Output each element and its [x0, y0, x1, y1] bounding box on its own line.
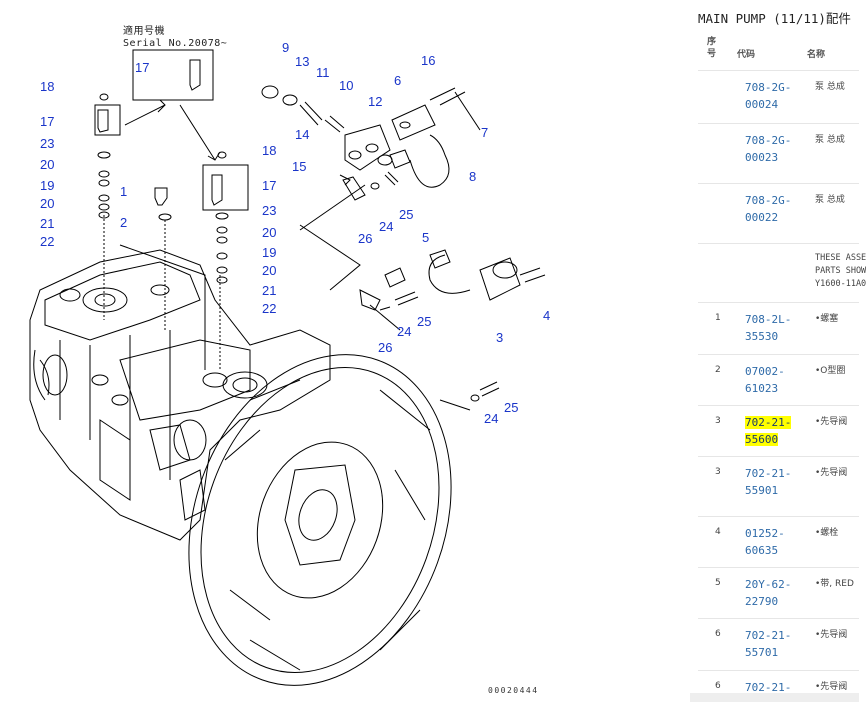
callout-25-b: 25: [417, 314, 432, 329]
callout-5: 5: [422, 230, 430, 245]
table-row: 6 702-21-55701 •先导阀: [698, 618, 859, 671]
table-row-highlighted: 3 702-21-55600 •先导阀: [698, 405, 859, 457]
row-seq: 6: [715, 681, 721, 691]
row-seq: 2: [715, 365, 721, 375]
row-code[interactable]: 708-2G-00023: [745, 134, 792, 164]
callout-14: 14: [295, 127, 310, 142]
callout-7: 7: [481, 125, 489, 140]
callout-21-right: 21: [262, 283, 277, 298]
row-name: •先导阀: [815, 682, 848, 692]
table-row: 5 20Y-62-22790 •带, RED: [698, 567, 859, 619]
callout-20-right-b: 20: [262, 263, 277, 278]
row-code[interactable]: 708-2G-00024: [745, 81, 792, 111]
table-row: 6 702-21- •先导阀: [698, 670, 859, 703]
row-code[interactable]: 01252-60635: [745, 527, 785, 557]
row-name: •O型圈: [815, 366, 846, 376]
callout-20-left-b: 20: [40, 196, 55, 211]
row-code[interactable]: 708-2L-35530: [745, 313, 792, 343]
callout-19-right: 19: [262, 245, 277, 260]
callout-1: 1: [120, 184, 128, 199]
callout-8: 8: [469, 169, 477, 184]
row-seq: 5: [715, 578, 721, 588]
callout-19-left: 19: [40, 178, 55, 193]
callout-25-a: 25: [399, 207, 414, 222]
header-seq-line1: 序: [707, 37, 717, 47]
callout-9: 9: [282, 40, 290, 55]
callout-20-right-a: 20: [262, 225, 277, 240]
row-code[interactable]: 702-21-: [745, 681, 792, 694]
callout-10: 10: [339, 78, 354, 93]
callout-17-box: 17: [135, 60, 150, 75]
row-seq: 4: [715, 527, 721, 537]
figure-number: 00020444: [488, 686, 539, 695]
callout-26-a: 26: [358, 231, 373, 246]
parts-list-panel: MAIN PUMP (11/11)配件 序 号 代码 名称 708-2G-000…: [690, 0, 866, 703]
parts-diagram: 適用号機 Serial No.20078~ 00020444 1 2 3 4 5…: [29, 26, 551, 695]
row-code[interactable]: 07002-61023: [745, 365, 785, 395]
callout-18-right: 18: [262, 143, 277, 158]
callout-6: 6: [394, 73, 402, 88]
callout-22-right: 22: [262, 301, 277, 316]
row-name: 泵 总成: [815, 195, 845, 205]
callout-24-a: 24: [379, 219, 394, 234]
serial-label-number: Serial No.20078~: [123, 38, 228, 49]
row-name: •先导阀: [815, 468, 848, 478]
callout-4: 4: [543, 308, 551, 323]
table-row: 3 702-21-55901 •先导阀: [698, 456, 859, 517]
callout-21-left: 21: [40, 216, 55, 231]
callout-26-b: 26: [378, 340, 393, 355]
row-code[interactable]: 708-2G-00022: [745, 194, 792, 224]
callout-24-b: 24: [397, 324, 412, 339]
callout-13: 13: [295, 54, 310, 69]
callout-23-left: 23: [40, 136, 55, 151]
table-row: 2 07002-61023 •O型圈: [698, 354, 859, 406]
table-row-note: THESE ASSE PARTS SHOW Y1600-11A0: [698, 243, 866, 303]
table-row: 708-2G-00022 泵 总成: [698, 183, 859, 244]
callout-2: 2: [120, 215, 128, 230]
callout-11: 11: [316, 65, 330, 80]
row-seq: 3: [715, 467, 721, 477]
row-code-highlighted[interactable]: 702-21-55600: [745, 416, 792, 446]
row-name: •带, RED: [815, 579, 854, 589]
row-name: •螺塞: [815, 314, 839, 324]
row-seq: 3: [715, 416, 721, 426]
horizontal-scrollbar[interactable]: [690, 693, 859, 702]
callout-17-left: 17: [40, 114, 55, 129]
serial-label-cn: 適用号機: [123, 26, 165, 37]
header-seq: 序 号: [707, 36, 716, 60]
row-seq: 1: [715, 313, 721, 323]
callout-20-left-a: 20: [40, 157, 55, 172]
callout-17-right: 17: [262, 178, 277, 193]
callout-25-c: 25: [504, 400, 519, 415]
row-name: 泵 总成: [815, 135, 845, 145]
table-row: 708-2G-00023 泵 总成: [698, 123, 859, 184]
row-code[interactable]: 702-21-55701: [745, 629, 792, 659]
row-name: 泵 总成: [815, 82, 845, 92]
callout-3: 3: [496, 330, 504, 345]
assembly-note: THESE ASSE PARTS SHOW Y1600-11A0: [815, 253, 866, 289]
callout-18-left: 18: [40, 79, 55, 94]
callout-22-left: 22: [40, 234, 55, 249]
callout-24-c: 24: [484, 411, 499, 426]
callout-16: 16: [421, 53, 436, 68]
row-name: •螺栓: [815, 528, 839, 538]
header-code: 代码: [737, 50, 756, 60]
header-seq-line2: 号: [707, 49, 717, 59]
callout-12: 12: [368, 94, 383, 109]
row-name: •先导阀: [815, 417, 848, 427]
callout-23-right: 23: [262, 203, 277, 218]
row-code[interactable]: 702-21-55901: [745, 467, 792, 497]
row-seq: 6: [715, 629, 721, 639]
table-row: 1 708-2L-35530 •螺塞: [698, 302, 859, 355]
row-code[interactable]: 20Y-62-22790: [745, 578, 792, 608]
header-name: 名称: [807, 50, 826, 60]
pump-exploded-drawing: [29, 49, 546, 686]
panel-title: MAIN PUMP (11/11)配件: [698, 11, 851, 26]
callout-15: 15: [292, 159, 307, 174]
table-row: 4 01252-60635 •螺栓: [698, 516, 859, 568]
table-row: 708-2G-00024 泵 总成: [698, 70, 859, 124]
row-name: •先导阀: [815, 630, 848, 640]
